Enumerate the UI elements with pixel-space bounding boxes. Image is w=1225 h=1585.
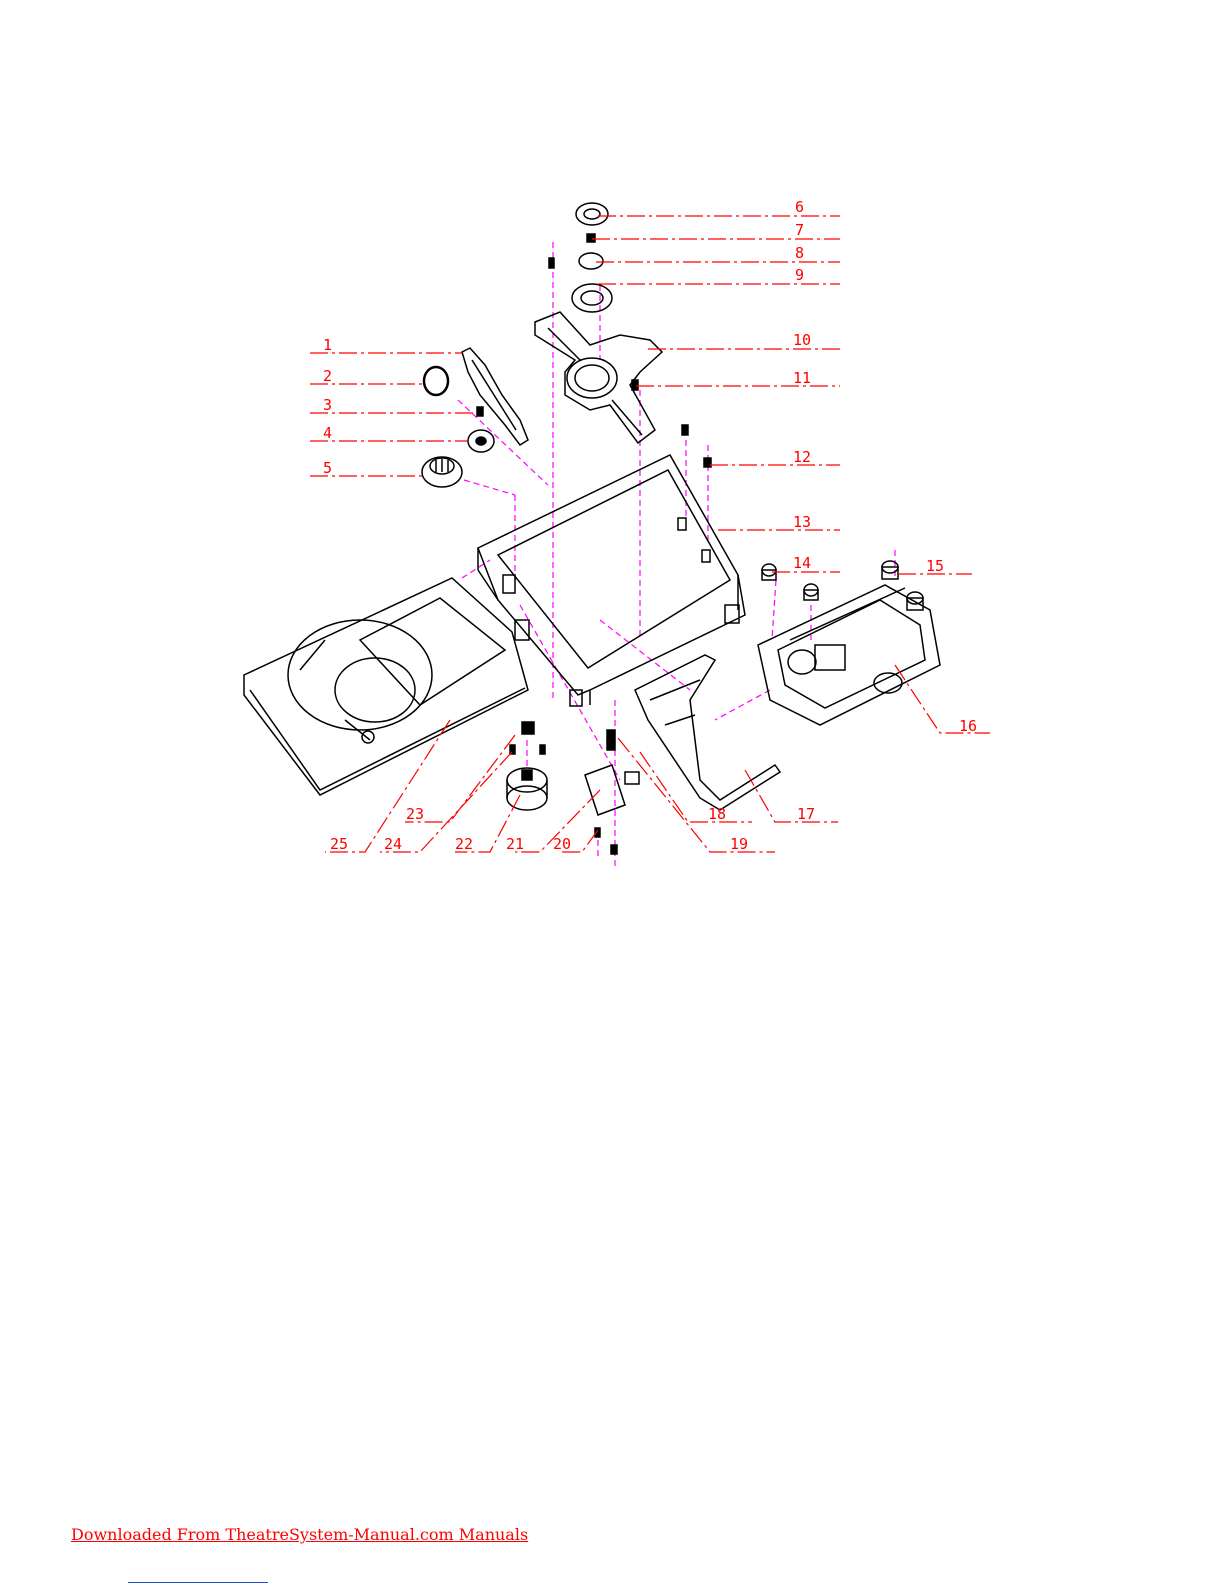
- callout-12: 12: [793, 448, 811, 466]
- callout-leaders: [310, 216, 990, 852]
- callout-13: 13: [793, 513, 811, 531]
- screw-bottom: [611, 845, 617, 854]
- callout-23: 23: [406, 805, 424, 823]
- callout-15: 15: [926, 557, 944, 575]
- part-3-screw: [477, 407, 483, 416]
- callout-10: 10: [793, 331, 811, 349]
- part-12-screw: [704, 458, 711, 467]
- part-11-screw: [632, 380, 638, 390]
- callout-18: 18: [708, 805, 726, 823]
- callout-17: 17: [797, 805, 815, 823]
- part-24-gear: [522, 722, 534, 734]
- callout-3: 3: [323, 396, 332, 414]
- callout-2: 2: [323, 367, 332, 385]
- part-21-bracket: [585, 765, 639, 815]
- part-5-gear: [422, 457, 462, 487]
- callout-24: 24: [384, 835, 402, 853]
- callout-25: 25: [330, 835, 348, 853]
- part-8-washer: [579, 253, 603, 269]
- footer-rule: [128, 1582, 268, 1583]
- callout-14: 14: [793, 554, 811, 572]
- part-1-lever: [462, 348, 528, 445]
- damper-center: [804, 584, 818, 600]
- callout-9: 9: [795, 266, 804, 284]
- part-6-clamp: [576, 203, 608, 225]
- part-22-motor: [507, 768, 547, 810]
- callout-5: 5: [323, 459, 332, 477]
- part-19-switch: [607, 730, 615, 750]
- callout-11: 11: [793, 369, 811, 387]
- screw-top: [549, 258, 554, 268]
- callout-4: 4: [323, 424, 332, 442]
- callout-19: 19: [730, 835, 748, 853]
- part-16-pickup-base: [758, 585, 940, 725]
- part-4-gear: [468, 430, 494, 452]
- callout-labels: 6 7 8 9 10 11 12 13 14 15 16 17 18 19 20…: [323, 198, 977, 853]
- callout-16: 16: [959, 717, 977, 735]
- footer-download-link[interactable]: Downloaded From TheatreSystem-Manual.com…: [71, 1525, 528, 1544]
- part-7-magnet: [587, 234, 595, 242]
- part-drawings: [244, 203, 940, 854]
- part-9-holder: [572, 284, 612, 312]
- callout-8: 8: [795, 244, 804, 262]
- callout-6: 6: [795, 198, 804, 216]
- part-2-belt: [424, 367, 448, 395]
- screw-near-11: [682, 425, 688, 435]
- callout-7: 7: [795, 221, 804, 239]
- callout-21: 21: [506, 835, 524, 853]
- part-25-tray: [244, 578, 528, 795]
- callout-20: 20: [553, 835, 571, 853]
- part-10-clamper-arm: [535, 312, 662, 443]
- part-13-chassis: [478, 455, 745, 706]
- callout-22: 22: [455, 835, 473, 853]
- callout-1: 1: [323, 336, 332, 354]
